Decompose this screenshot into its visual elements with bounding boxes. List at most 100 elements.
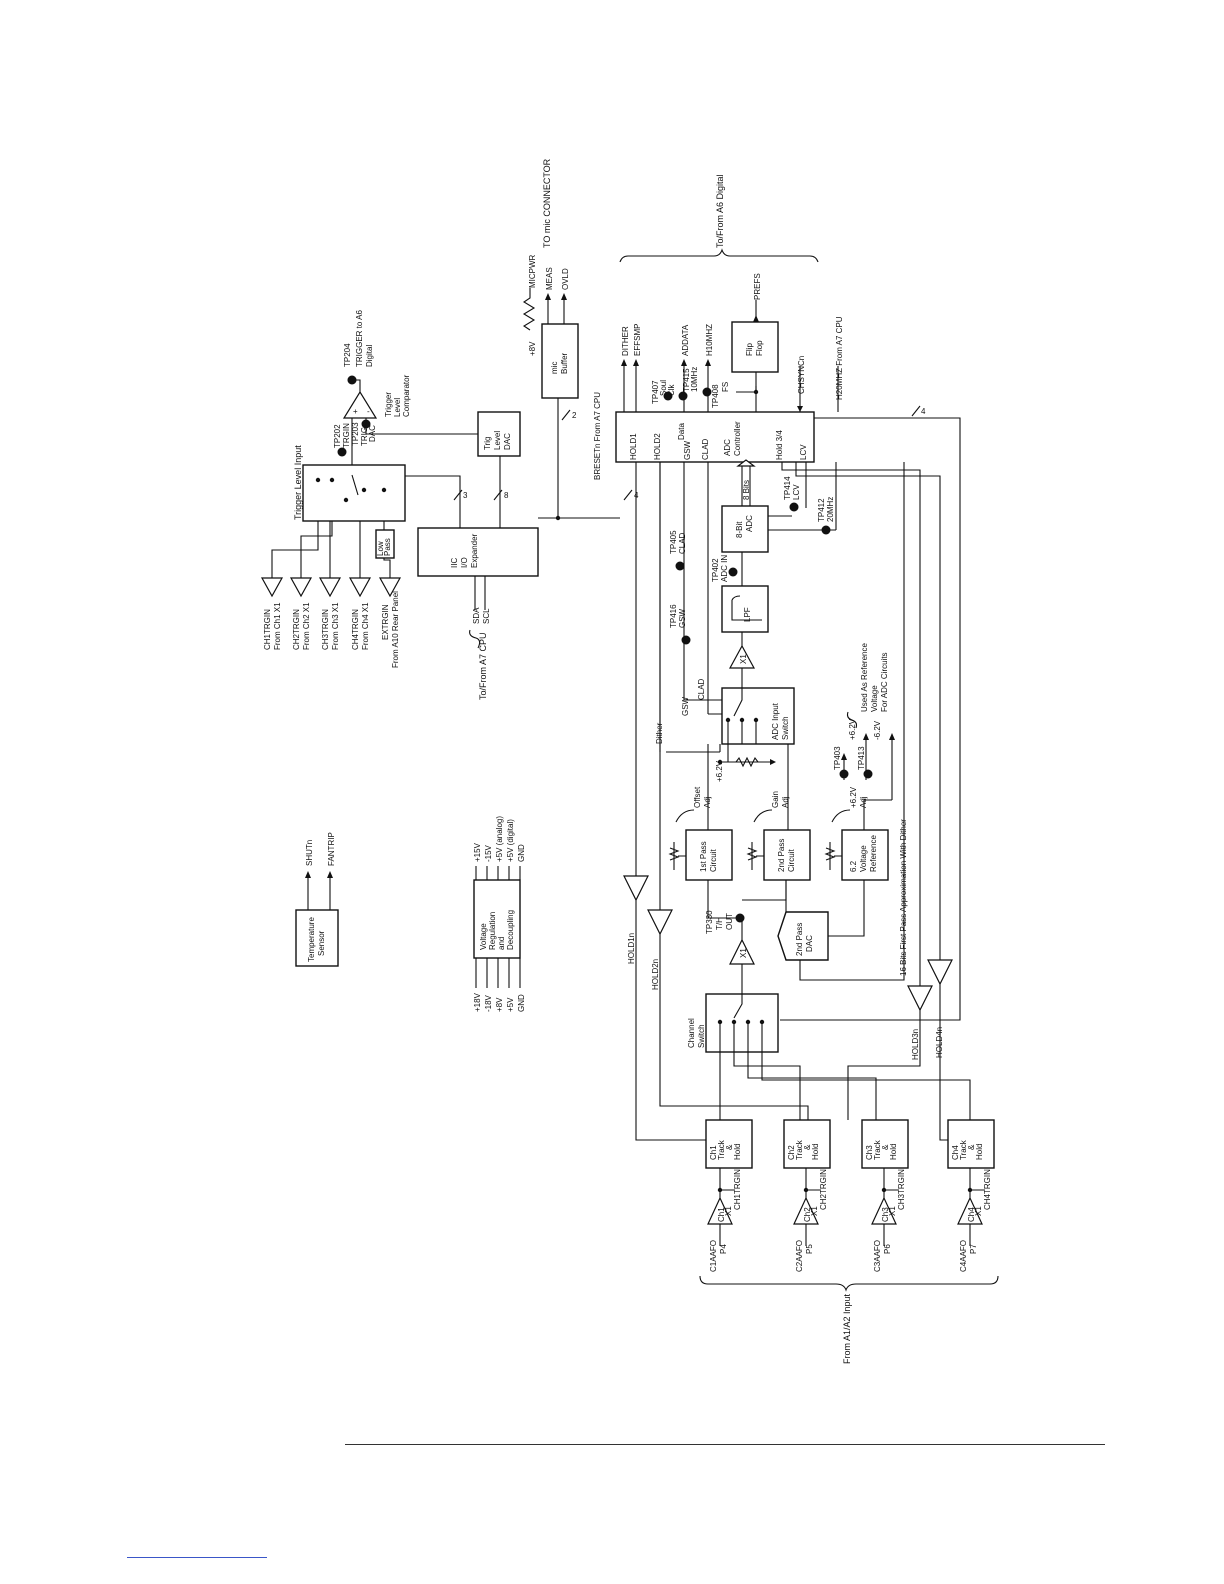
ch1-th-line2: Track [717,1139,726,1160]
ch2trgin-from: From Ch2 X1 [302,602,311,650]
th-x1-label: X1 [739,948,748,958]
mic-line1: mic [550,362,559,374]
hold1n-buffer [623,875,649,902]
m62-label: -6.2V [873,720,882,740]
second-pass-box [763,829,811,881]
ch2-th-line2: Track [795,1139,804,1160]
tp202-sub: TRGIN [342,423,351,448]
ch4trgin-label: CH4TRGIN [351,609,360,650]
plus62-label: +6.2V [715,760,724,782]
pwr-in-5: GND [517,994,526,1012]
extrgin-from: From A10 Rear Panel [391,591,400,668]
ch1-amp-line1: Ch1 [717,1207,726,1222]
clad-label: CLAD [697,678,706,700]
lpf-box [721,585,769,633]
trigger-level-input-box [302,464,406,522]
pwr-line2: Regulation [488,912,497,950]
ch2-in-pin: P5 [805,1244,814,1254]
pwr-in-3: +8V [495,997,504,1012]
adc-controller-box [615,411,815,463]
adc-sw-line2: Switch [781,716,790,740]
chsw-line2: Switch [697,1024,706,1048]
ch2-track-hold-box [783,1119,831,1169]
bus3-label: 3 [463,491,468,500]
ch2-th-line3: & [803,1144,812,1150]
trig-dac-line3: DAC [503,433,512,450]
low-pass-filter-box [375,529,395,559]
iic-line1: IIC [450,558,459,568]
trigger-comparator [342,390,378,419]
ch1-trg-out: CH1TRGIN [733,1169,742,1210]
ref-line1: 6.2 [849,860,858,872]
hold4n-buffer [927,959,953,986]
breset-label: BRESETn From A7 CPU [593,392,602,480]
ch3-th-line3: & [881,1144,890,1150]
h20-label: H20MHZ From A7 CPU [835,316,844,400]
lpf-line2: Pass [383,538,392,556]
sda-label: SDA [472,607,481,624]
adc-line2: ADC [745,515,754,532]
tp407-sub2: Clk [667,383,676,396]
first-pass-line1: 1st Pass [699,841,708,872]
hold1n-label: HOLD1n [627,933,636,964]
pwr-out-4: +5V (digital) [506,819,515,862]
pwr-out-2: -15V [484,844,493,862]
hold3n-buffer [907,985,933,1012]
tp204-label: TP204 [343,343,352,367]
mic-section: mic Buffer +8V MICPWR MEAS OVLD TO mic C… [522,158,579,399]
ch3-in-label: C3AAFO [873,1240,882,1272]
ch3-th-line2: Track [873,1139,882,1160]
pwr-out-1: +15V [473,842,482,862]
tp413-label: TP413 [857,746,866,770]
ch2-th-line4: Hold [811,1144,820,1160]
tp202-dot [337,447,347,457]
ref-note-line3: For ADC Circuits [880,652,889,712]
sig-h10mhz: H10MHZ [705,324,714,356]
ch2-trig-buffer [289,577,313,598]
tp330-sub2: OUT [725,913,734,930]
hold2n-label: HOLD2n [651,959,660,990]
temperature-sensor-box [295,909,339,967]
offset-adj-line1: Offset [693,786,702,808]
hold2n-buffer [647,909,673,936]
mic-plus8-label: +8V [528,341,537,356]
tp405-dot [675,561,685,571]
ch4-th-line2: Track [959,1139,968,1160]
pwr-in-4: +5V [506,997,515,1012]
comparator-line3: Comparator [402,374,411,417]
tp330-dot [735,913,745,923]
bottom-link-underline[interactable] [127,1557,267,1558]
hold4n-label: HOLD4n [935,1027,944,1058]
ch3-track-hold-box [861,1119,909,1169]
ch1-th-line4: Hold [733,1144,742,1160]
pwr-out-5: GND [517,844,526,862]
gsw-label: GSW [681,696,690,716]
tp403-dot [839,769,849,779]
iic-line2: I/O [460,557,469,568]
scl-label: SCL [482,608,491,624]
first-pass-box [685,829,733,881]
sig-addata: ADDATA [681,324,690,356]
mic-buffer-box [541,323,579,399]
tp415-sub: 10MHz [690,367,699,392]
ch4-th-line1: Ch4 [951,1145,960,1160]
ch4trgin-from: From Ch4 X1 [361,602,370,650]
chsw-line1: Channel [687,1018,696,1048]
tp407-dot [663,391,673,401]
hold3n-label: HOLD3n [911,1029,920,1060]
tp402-sub: ADC IN [720,555,729,582]
ch4-in-label: C4AAFO [959,1240,968,1272]
ch4-trig-buffer [348,577,372,598]
trig-dac-line1: Trig [483,437,492,450]
pin-gsw: GSW [683,440,692,460]
ch4-in-pin: P7 [969,1244,978,1254]
comparator-line2: Level [393,398,402,417]
iic-expander-box [417,527,539,577]
ch4-track-hold-box [947,1119,995,1169]
ch3-amp-line2: X1 [888,1206,897,1216]
tp405-sub: CLAD [678,532,687,554]
micpwr-label: MICPWR [528,254,537,288]
ch1trgin-label: CH1TRGIN [263,609,272,650]
from-a1a2-label: From A1/A2 Input [842,1293,852,1364]
ch3-trig-buffer [318,577,342,598]
